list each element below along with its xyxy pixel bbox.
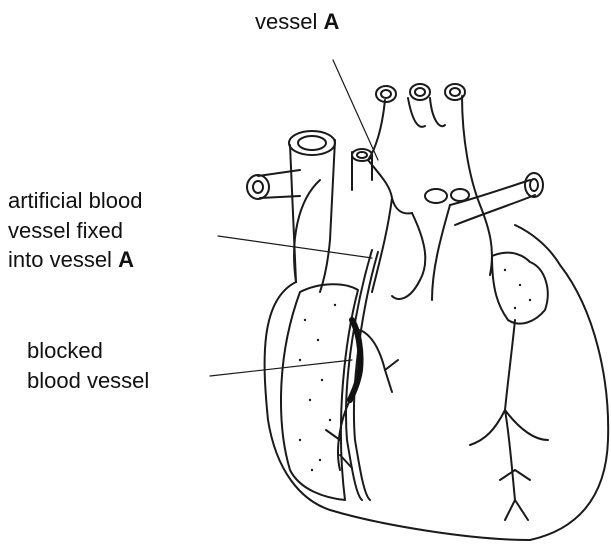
label-blocked-line1: blocked (27, 336, 149, 366)
label-blocked-vessel: blocked blood vessel (27, 336, 149, 395)
pulmonary-artery (450, 180, 535, 225)
label-artificial-line2: vessel fixed (8, 216, 143, 246)
label-blocked-line2: blood vessel (27, 366, 149, 396)
pulmonary-vein (258, 170, 300, 198)
label-artificial-line3-text: into vessel (8, 247, 118, 272)
pointer-blocked (210, 360, 352, 376)
label-artificial-vessel: artificial blood vessel fixed into vesse… (8, 186, 143, 275)
superior-vena-cava (290, 145, 296, 282)
label-vessel-a-text: vessel (255, 9, 323, 34)
label-artificial-line3: into vessel A (8, 245, 143, 275)
left-atrium-patch (492, 253, 548, 324)
label-vessel-a-letter: A (323, 9, 339, 34)
label-artificial-line3-letter: A (118, 247, 134, 272)
pointer-vessel-a (333, 60, 378, 160)
label-vessel-a: vessel A (255, 7, 339, 37)
label-artificial-line1: artificial blood (8, 186, 143, 216)
